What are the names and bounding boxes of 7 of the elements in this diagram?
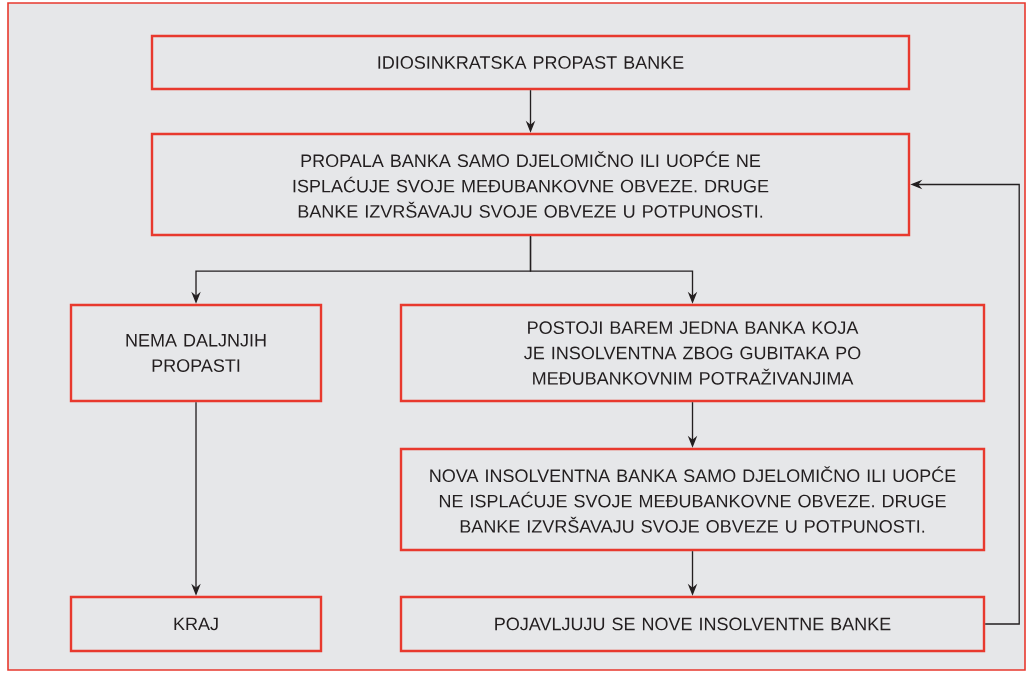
process-box: POSTOJI BAREM JEDNA BANKA KOJA JE INSOLVENTNA ZBOG GUBITAKA PO MEĐUBANKOVNIM POTRAŽIVANJIMA — [399, 303, 986, 403]
process-box: IDIOSINKRATSKA PROPAST BANKE — [150, 34, 911, 91]
process-box: NOVA INSOLVENTNA BANKA SAMO DJELOMIČNO ILI UOPĆE NE ISPLAĆUJE SVOJE MEĐUBANKOVNE OBVEZE. DRUGE BANKE IZVRŠAVAJU SVOJE OBVEZE U POTPUNOSTI. — [399, 447, 986, 552]
process-box: POJAVLJUJU SE NOVE INSOLVENTNE BANKE — [399, 595, 986, 653]
process-box: KRAJ — [69, 595, 323, 653]
process-box: PROPALA BANKA SAMO DJELOMIČNO ILI UOPĆE NE ISPLAĆUJE SVOJE MEĐUBANKOVNE OBVEZE. DRUGE BANKE IZVRŠAVAJU SVOJE OBVEZE U POTPUNOSTI. — [150, 132, 911, 237]
process-box: NEMA DALJNJIH PROPASTI — [69, 303, 323, 403]
